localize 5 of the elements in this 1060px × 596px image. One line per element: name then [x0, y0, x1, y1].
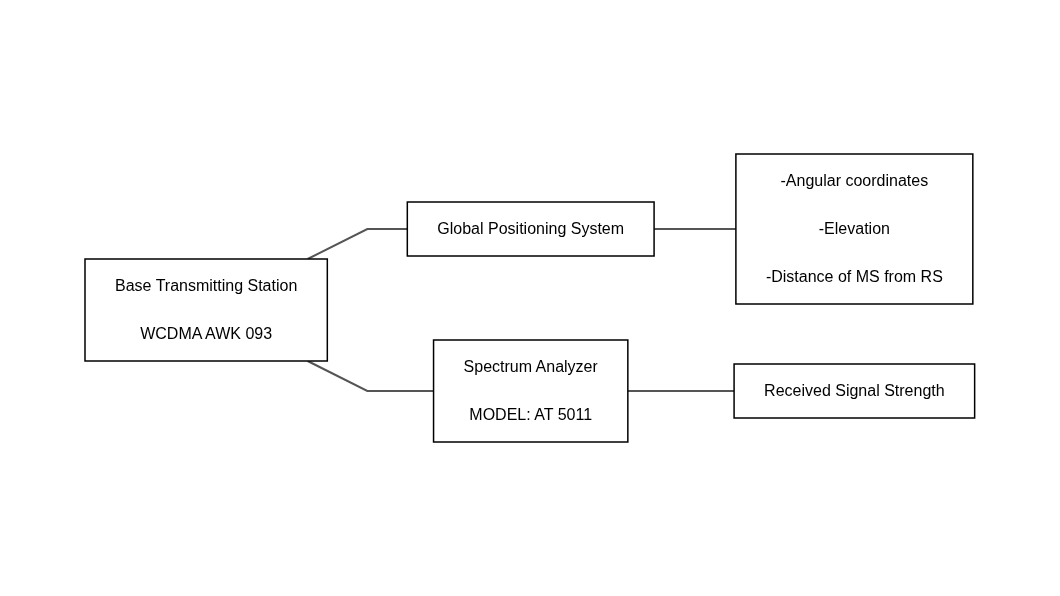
node-box: Global Positioning System	[406, 201, 655, 257]
node-box: Base Transmitting Station WCDMA AWK 093	[84, 258, 329, 362]
node-box: Spectrum Analyzer MODEL: AT 5011	[433, 339, 629, 443]
node-box: Received Signal Strength	[733, 363, 976, 419]
node-box: -Angular coordinates -Elevation -Distance of MS from RS	[735, 153, 974, 305]
